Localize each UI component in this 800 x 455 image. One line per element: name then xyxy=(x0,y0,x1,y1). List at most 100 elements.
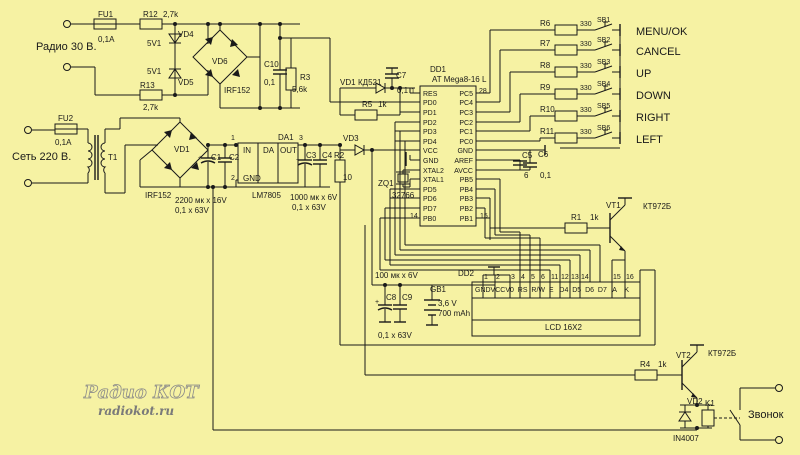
lcd-pin-number: 4 xyxy=(521,274,525,281)
mcu-left-pin-label: PD6 xyxy=(423,196,437,203)
r4-value: 1k xyxy=(658,360,667,369)
gb1-name: GB1 xyxy=(430,285,447,294)
crystal-zq1: ZQ1 32766 xyxy=(378,169,415,200)
fu2-value: 0,1A xyxy=(55,138,72,147)
resistor-r5: R5 1k xyxy=(340,88,401,121)
r4-name: R4 xyxy=(640,360,651,369)
c5-name: C5 xyxy=(522,151,533,160)
r12-name: R12 xyxy=(143,10,158,19)
vd4-type: 5V1 xyxy=(147,39,162,48)
r5-value: 1k xyxy=(378,100,387,109)
vd2-name: VD2 xyxy=(687,397,703,406)
da1-type: LM7805 xyxy=(252,191,281,200)
mcu-left-pin-label: PD3 xyxy=(423,129,437,136)
lcd-pin-number: 2 xyxy=(496,274,500,281)
logo-line1: Радио КОТ xyxy=(83,382,200,403)
mcu-name: DD1 xyxy=(430,65,447,74)
c7-name: C7 xyxy=(396,71,407,80)
lcd-type: LCD 16X2 xyxy=(545,323,582,332)
vd5-name: VD5 xyxy=(178,78,194,87)
c4-name: C4 xyxy=(322,151,333,160)
capacitor-c6: C6 0,1 xyxy=(523,150,552,180)
pullup-name: R11 xyxy=(540,127,555,136)
vd2-type: IN4007 xyxy=(673,434,699,443)
pullup-value: 330 xyxy=(580,129,592,136)
c6-name: C6 xyxy=(538,150,549,159)
c34-value2: 0,1 х 63V xyxy=(292,203,326,212)
mcu-right-pin-label: PC3 xyxy=(459,110,473,117)
da1-name: DA1 xyxy=(278,133,294,142)
capacitor-c4: C4 xyxy=(313,145,333,187)
r3-value: 5,6k xyxy=(292,85,308,94)
capacitor-c2: C2 xyxy=(218,145,240,187)
logo-line2: radiokot.ru xyxy=(98,404,174,418)
lcd-pin-number: 16 xyxy=(626,274,634,281)
da1-gnd: GND xyxy=(243,174,261,183)
r1-value: 1k xyxy=(590,213,599,222)
diode-vd2: VD2 IN4007 xyxy=(673,397,703,443)
fuse-fu1: FU1 0,1A xyxy=(71,10,119,44)
mcu-left-pin-label: PD1 xyxy=(423,110,437,117)
pullup-name: R7 xyxy=(540,39,551,48)
button-switch-name: SB6 xyxy=(597,125,610,132)
vt2-type: КТ972Б xyxy=(708,349,736,358)
button-label: CANCEL xyxy=(636,46,681,58)
fu1-name: FU1 xyxy=(98,10,114,19)
transformer-t1: T1 xyxy=(86,135,118,180)
lcd-wires xyxy=(372,122,601,286)
diode-vd1-kd521: VD1 КД521 xyxy=(340,78,387,94)
mains-input: Сеть 220 В. xyxy=(12,126,71,187)
lcd-pin-number: 6 xyxy=(541,274,545,281)
r5-name: R5 xyxy=(362,100,373,109)
c3-name: C3 xyxy=(306,151,317,160)
vt2-name: VT2 xyxy=(676,351,691,360)
mcu-left-pin-label: PD0 xyxy=(423,100,437,107)
mcu-right-pin-label: AVCC xyxy=(454,168,473,175)
vd4-name: VD4 xyxy=(178,30,194,39)
k1-name: K1 xyxy=(705,399,715,408)
c10-name: C10 xyxy=(264,60,279,69)
r13-name: R13 xyxy=(140,81,155,90)
transistor-vt1: VT1 КТ972Б xyxy=(606,197,671,252)
mcu-pin14: 14 xyxy=(410,213,418,220)
da1-pin3: 3 xyxy=(299,135,303,142)
bridge-vd1-mains: VD1 IRF152 xyxy=(139,117,209,200)
relay-k1: K1 xyxy=(701,399,741,428)
resistor-r2: R2 10 xyxy=(334,145,352,345)
svg-text:+: + xyxy=(296,157,300,164)
mcu-left-pin-label: XTAL2 xyxy=(423,168,444,175)
capacitor-c9: C9 xyxy=(393,285,413,323)
mcu-right-pin-label: PB5 xyxy=(460,177,473,184)
mcu-left-pin-label: XTAL1 xyxy=(423,177,444,184)
c10-value: 0,1 xyxy=(264,78,276,87)
da1-pin2: 2 xyxy=(231,175,235,182)
mcu-right-pin-label: PC5 xyxy=(459,91,473,98)
c7-value: 0,1 xyxy=(397,86,409,95)
button-label: UP xyxy=(636,68,651,80)
mcu-left-pin-label: GND xyxy=(423,158,439,165)
c12-value2: 0,1 х 63V xyxy=(175,206,209,215)
button-switch-name: SB5 xyxy=(597,103,610,110)
fu1-value: 0,1A xyxy=(98,35,115,44)
c8-name: C8 xyxy=(386,293,397,302)
button-switch-name: SB1 xyxy=(597,17,610,24)
r2-value: 10 xyxy=(343,173,352,182)
mcu-right-pin-label: PC1 xyxy=(459,129,473,136)
lcd-pin-number: 15 xyxy=(613,274,621,281)
mcu-pin15: 15 xyxy=(480,213,488,220)
button-switch-name: SB4 xyxy=(597,81,610,88)
radio-input-label: Радио 30 В. xyxy=(36,41,97,53)
resistor-r1: R1 1k xyxy=(564,213,599,234)
mcu-right-pin-label: PC2 xyxy=(459,120,473,127)
da1-in: IN xyxy=(243,146,251,155)
button-label: MENU/OK xyxy=(636,26,688,38)
vd3-name: VD3 xyxy=(343,134,359,143)
vd6-type: IRF152 xyxy=(224,86,251,95)
c89-value2: 0,1 х 63V xyxy=(378,331,412,340)
